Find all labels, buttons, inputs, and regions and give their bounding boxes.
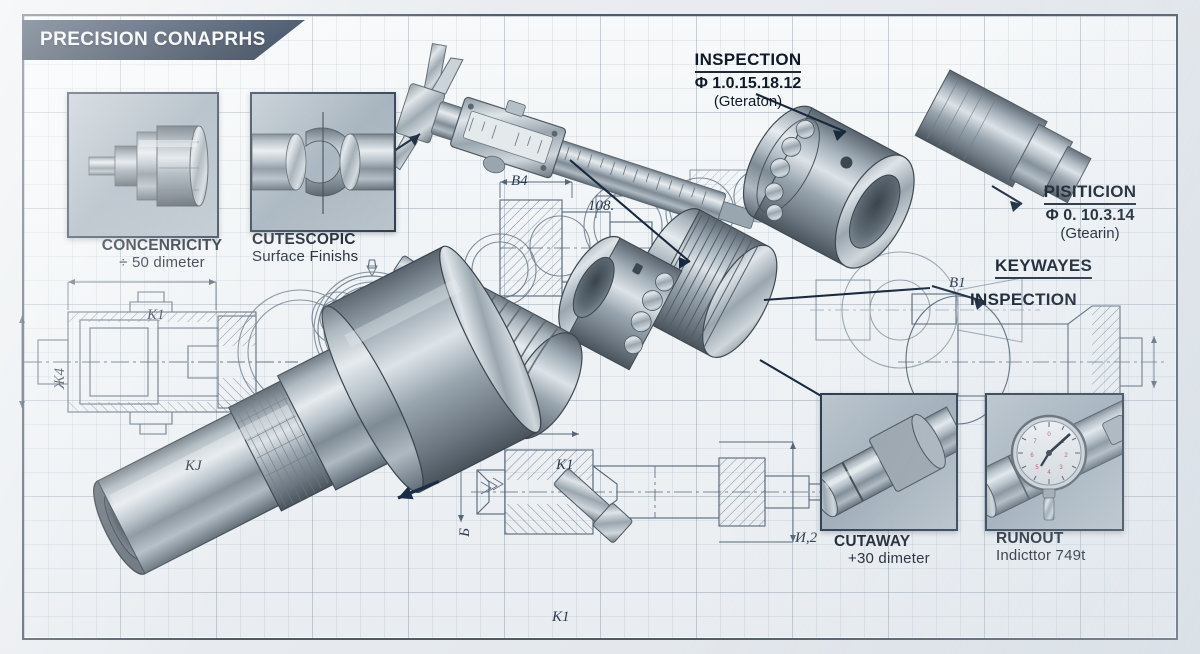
banner-title-text: PRECISION CONAPRHS (40, 29, 266, 50)
dim-left-side: Ж4 (52, 368, 68, 390)
dim-b4: B4 (511, 173, 528, 189)
callout-inspection-top-value: Φ 1.0.15.18.12 (694, 75, 802, 92)
caption-concentricity: CONCENRICITY ÷ 50 dimeter (72, 237, 252, 272)
panel-concentricity[interactable] (67, 92, 219, 238)
dim-i2: И,2 (795, 530, 818, 546)
caption-cutescopic: CUTESCOPIC Surface Finishs (252, 231, 412, 266)
dim-b1: B1 (949, 275, 966, 291)
caption-runout-title: RUNOUT (996, 530, 1064, 547)
main-spindle-illustration (93, 245, 542, 575)
caption-concentricity-sub: ÷ 50 dimeter (119, 254, 205, 272)
panel-cutaway[interactable] (820, 393, 958, 531)
panel-runout[interactable]: 012 345 67 (985, 393, 1124, 531)
callout-pisiticion-value: Φ 0. 10.3.14 (1045, 207, 1135, 224)
callout-inspection-top-header: INSPECTION (694, 50, 802, 73)
caption-cutescopic-sub: Surface Finishs (252, 248, 359, 266)
dim-left-bottom: KJ (185, 458, 202, 474)
machined-collet-part-icon (69, 94, 217, 236)
callout-pisiticion-header: PISITICION (1043, 182, 1137, 205)
callout-inspection-top-sub: (Gteraton) (713, 93, 783, 110)
callout-inspection-top: INSPECTION Φ 1.0.15.18.12 (Gteraton) (648, 50, 848, 110)
dim-left-top: K1 (147, 307, 165, 323)
callout-pisiticion-sub: (Gtearin) (1060, 225, 1120, 242)
panel-cutescopic[interactable] (250, 92, 396, 232)
caption-cutescopic-title: CUTESCOPIC (252, 231, 356, 248)
caption-cutaway-sub: +30 dimeter (848, 550, 930, 568)
caption-cutaway: CUTAWAY +30 dimeter (834, 533, 974, 568)
dim-mid-left: Б (457, 528, 473, 537)
callout-pisiticion-right: PISITICION Φ 0. 10.3.14 (Gtearin) (1000, 182, 1180, 242)
caption-runout: RUNOUT Indicttor 749t (996, 530, 1156, 565)
split-ring-surface-sample-icon (252, 94, 394, 230)
shaft-collar-cutaway-icon (822, 395, 956, 529)
caption-concentricity-title: CONCENRICITY (101, 237, 223, 254)
dial-indicator-gauge-icon: 012 345 67 (987, 395, 1122, 529)
caption-cutaway-title: CUTAWAY (834, 533, 911, 550)
dim-k1-top: K1 (556, 457, 574, 473)
label-inspection-right: INSPECTION (970, 290, 1077, 309)
dim-108: 108. (588, 198, 615, 214)
label-keywayes: KEYWAYES (995, 256, 1093, 279)
caption-runout-sub: Indicttor 749t (996, 547, 1086, 565)
dim-k1-bottom: K1 (552, 609, 570, 625)
